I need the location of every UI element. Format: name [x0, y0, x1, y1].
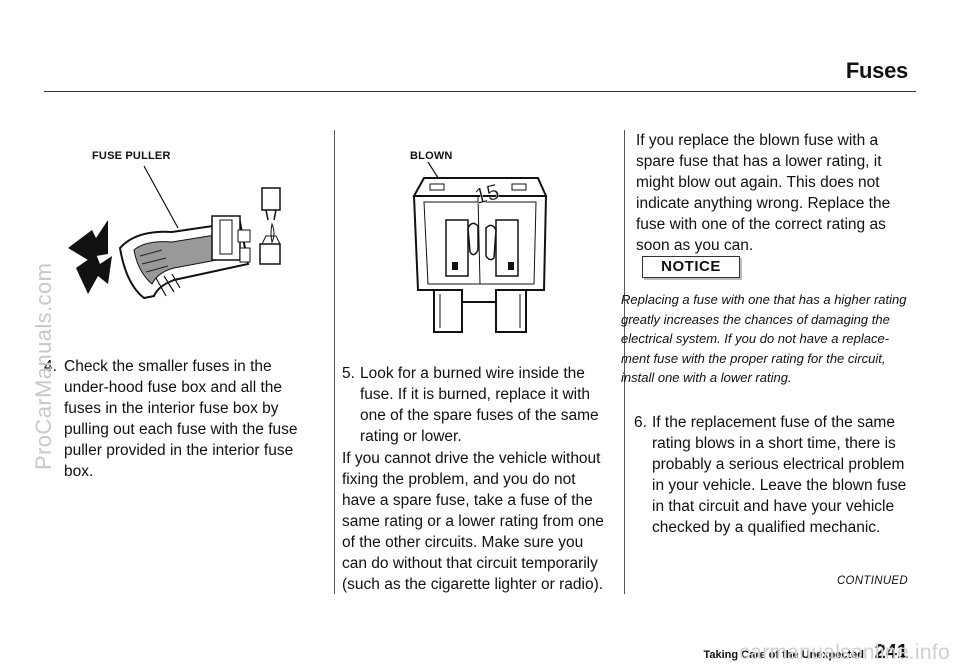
step-5: 5. Look for a burned wire inside the fus…: [342, 363, 610, 447]
fuse-puller-label: FUSE PULLER: [92, 150, 171, 162]
lower-rating-paragraph: If you replace the blown fuse with a spa…: [636, 132, 891, 254]
step-5-text: Look for a burned wire inside the fuse. …: [360, 365, 599, 445]
column-divider-right: [624, 130, 625, 594]
step-4-text: Check the smaller fuses in the under-hoo…: [64, 358, 298, 480]
notice-text: Replacing a fuse with one that has a hig…: [621, 292, 907, 385]
blown-fuse-illustration: 15: [412, 162, 548, 333]
side-watermark: ProCarManuals.com: [31, 262, 56, 470]
page-title: Fuses: [845, 58, 908, 83]
bottom-watermark: carmanualsonline.info: [739, 641, 950, 664]
fuse-rating-text: 15: [472, 179, 502, 209]
blown-label: BLOWN: [410, 150, 453, 162]
page-number: 241: [874, 641, 908, 663]
step-5-number: 5.: [342, 365, 355, 382]
column-divider-left: [334, 130, 335, 594]
continued-label: CONTINUED: [836, 575, 908, 587]
header-rule: [44, 91, 916, 92]
step-6: 6. If the replacement fuse of the same r…: [634, 412, 916, 538]
fuse-puller-illustration: [68, 165, 281, 300]
step-4: 4. Check the smaller fuses in the under-…: [44, 356, 316, 482]
section-label: Taking Care of the Unexpected: [703, 649, 864, 661]
step-6-number: 6.: [634, 414, 647, 431]
step-4-number: 4.: [44, 358, 57, 375]
no-spare-fuse-paragraph: If you cannot drive the vehicle without …: [342, 450, 604, 593]
notice-label: NOTICE: [642, 256, 740, 278]
step-6-text: If the replacement fuse of the same rati…: [652, 414, 907, 536]
